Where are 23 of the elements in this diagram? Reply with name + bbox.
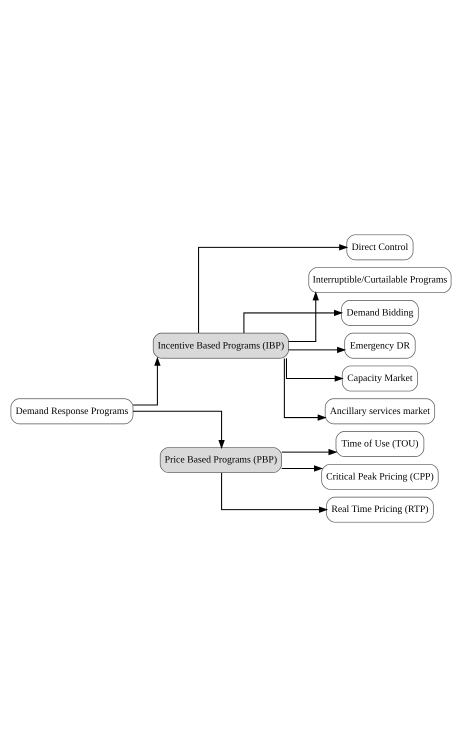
node-box: Capacity Market <box>342 365 418 391</box>
arrow <box>198 244 348 333</box>
arrow <box>286 358 344 382</box>
node-box: Incentive Based Programs (IBP) <box>152 332 289 358</box>
node-box: Real Time Pricing (RTP) <box>326 496 434 522</box>
arrow <box>133 410 225 449</box>
node-box: Time of Use (TOU) <box>336 430 424 456</box>
node-box: Demand Bidding <box>341 300 419 326</box>
arrow <box>243 309 344 333</box>
arrow <box>288 346 346 353</box>
node-box: Critical Peak Pricing (CPP) <box>321 463 439 490</box>
arrow <box>221 472 328 512</box>
node-box: Direct Control <box>346 234 414 260</box>
node-box: Demand Response Programs <box>10 398 134 424</box>
node-box: Ancillary services market <box>324 398 436 424</box>
node-box: Interruptible/Curtailable Programs <box>308 266 452 293</box>
arrow <box>133 356 161 406</box>
arrow <box>284 358 327 420</box>
arrow <box>282 448 338 455</box>
node-box: Emergency DR <box>344 332 416 358</box>
arrow <box>282 464 324 472</box>
arrow <box>288 290 319 342</box>
node-box: Price Based Programs (PBP) <box>160 446 282 473</box>
